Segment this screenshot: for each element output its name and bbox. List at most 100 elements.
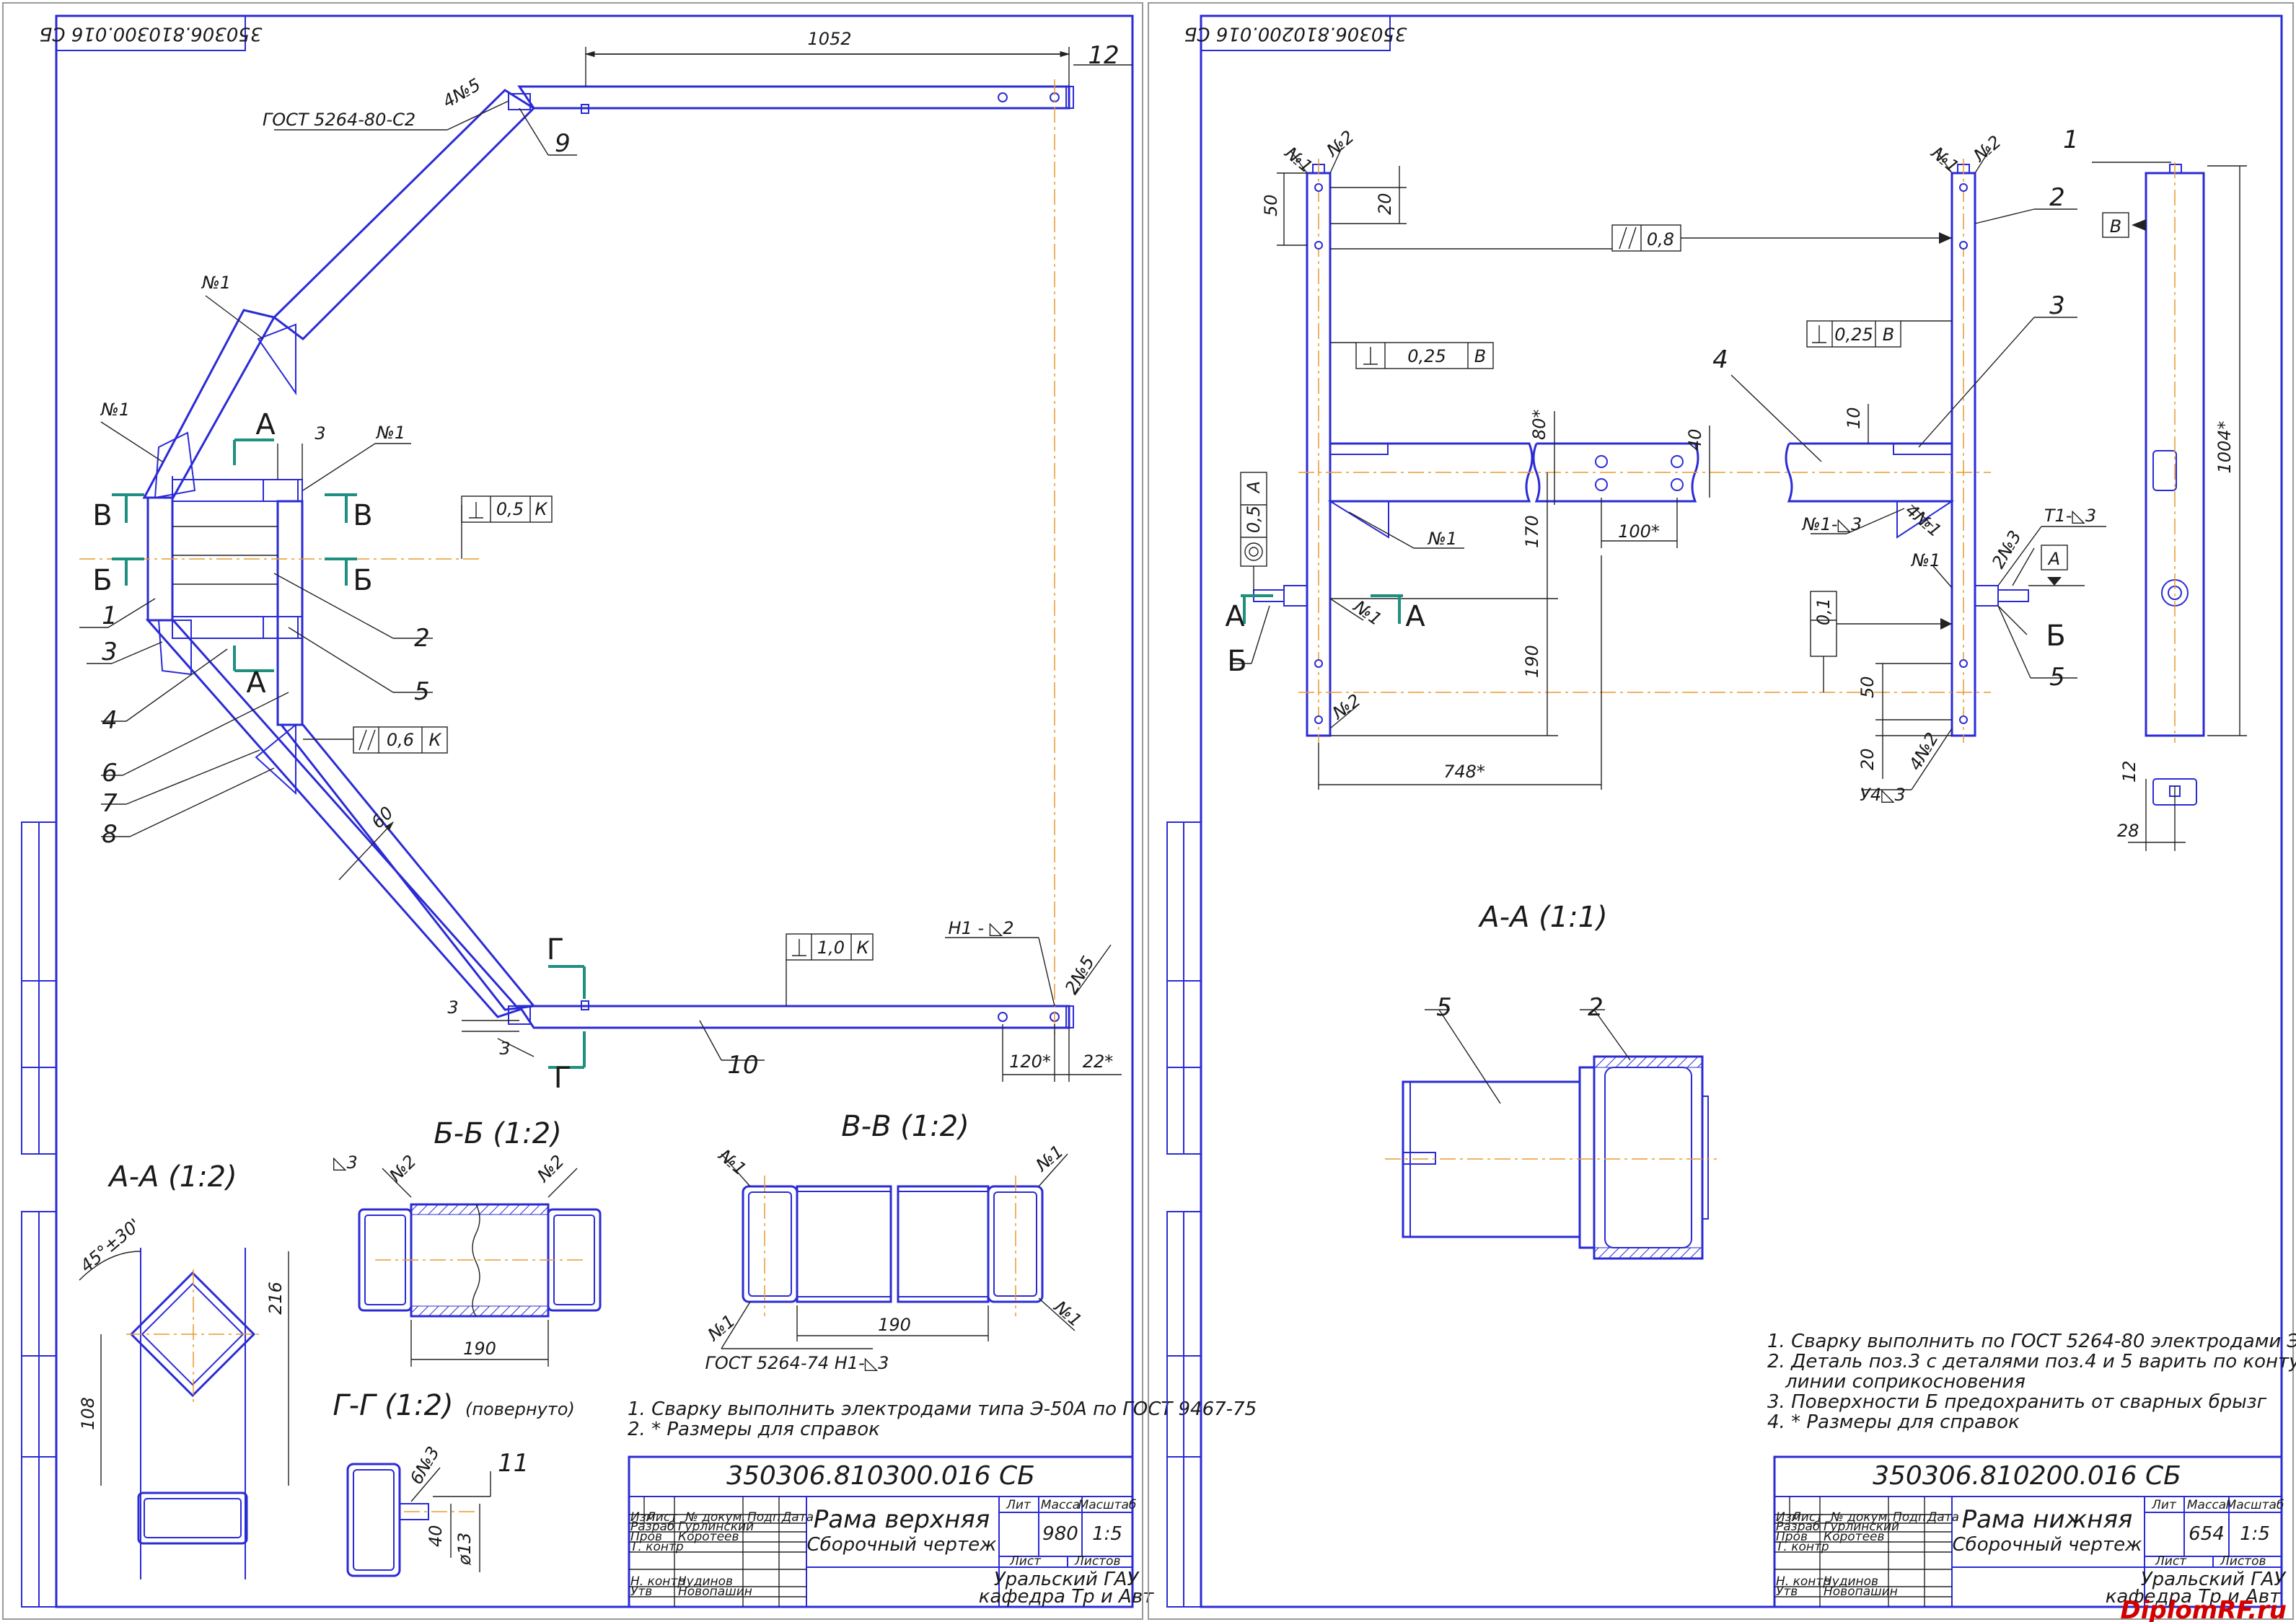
diplomrf-watermark: DiplomRF.ru [2121, 1596, 2287, 1622]
weld-n1-right: №1 [375, 423, 405, 443]
right-note-1: 1. Сварку выполнить по ГОСТ 5264-80 элек… [1767, 1331, 2296, 1352]
pos-3-right: 3 [2049, 291, 2065, 320]
left-note-2: 2. * Размеры для справок [628, 1419, 880, 1440]
section-mark-b-right: Б [353, 564, 372, 597]
weld-n2-bottom-left: №2 [1328, 690, 1365, 724]
dim-20-bottom: 20 [1857, 748, 1878, 770]
tb-scale-value: 1:5 [1092, 1523, 1122, 1545]
pos-6: 6 [102, 759, 118, 788]
dim-3-top: 3 [315, 423, 325, 444]
tb-utv: Утв [630, 1584, 652, 1599]
weld-u4: У4◺3 [1860, 785, 1906, 805]
dim-22: 22* [1083, 1052, 1114, 1072]
section-vv-title: В-В (1:2) [841, 1110, 969, 1143]
dim-50-bottom: 50 [1857, 676, 1878, 698]
weld-n1-bushing-right: №1 [1910, 550, 1940, 570]
pos-4-right: 4 [1712, 345, 1728, 374]
dim-190-bb: 190 [463, 1339, 496, 1359]
pos-3: 3 [102, 638, 118, 666]
right-drawing-frame [1200, 14, 2283, 1608]
section-aa-left: А-А (1:2) 108 216 45°±30' [76, 1160, 289, 1579]
weld-symbol-bb: ◺3 [333, 1152, 358, 1173]
right-tb-nkontr-name: Чудинов [1824, 1574, 1878, 1589]
pos-1: 1 [102, 601, 118, 630]
weld-n2-bb-left: №2 [384, 1151, 421, 1187]
tolerance-perp-0-5: 0,5 К [461, 495, 553, 559]
dim-60: 60 [367, 803, 397, 832]
right-sheet: 350306.810200.016 СБ [1148, 2, 2296, 1622]
tol-concentric-0-5: 0,5 [1244, 506, 1264, 533]
dim-80: 80* [1529, 409, 1549, 440]
title-subtitle: Сборочный чертеж [807, 1534, 998, 1556]
right-tb-org-2: кафедра Тр и Авт [2106, 1586, 2281, 1608]
right-title-code: 350306.810200.016 СБ [1873, 1461, 2181, 1491]
dim-3-bottom-b: 3 [499, 1039, 510, 1059]
tb-list: Лист [1009, 1554, 1042, 1569]
tb-massa: Масса [1041, 1498, 1080, 1512]
dim-216: 216 [265, 1282, 286, 1315]
left-drawing-frame [55, 14, 1134, 1608]
right-tb-col-data: Дата [1927, 1510, 1959, 1525]
tb-org-2: кафедра Тр и Авт [979, 1586, 1154, 1608]
tol-value-0-5: 0,5 [496, 499, 524, 519]
tol-value-1-0: 1,0 [817, 938, 845, 958]
tb-mass-value: 980 [1042, 1523, 1078, 1545]
dim-3-bottom-a: 3 [447, 997, 458, 1018]
right-notes: 1. Сварку выполнить по ГОСТ 5264-80 элек… [1767, 1331, 2296, 1433]
tb-col-podp: Подп [747, 1510, 780, 1525]
weld-n1-vv-1: №1 [714, 1145, 750, 1180]
pos-5: 5 [414, 677, 430, 706]
section-mark-b-left: Б [92, 564, 112, 597]
weld-n2-tr: №2 [1969, 131, 2005, 167]
right-tb-prov: Пров [1776, 1530, 1808, 1544]
datum-v: В [2110, 216, 2121, 237]
right-tb-masshtab: Масштаб [2226, 1498, 2284, 1512]
tol-concentric-datum: А [1244, 481, 1264, 494]
right-tb-scale-value: 1:5 [2240, 1523, 2270, 1545]
right-tb-col-podp: Подп [1893, 1510, 1926, 1525]
section-bb-left: Б-Б (1:2) 190 №2 ◺3 №2 [333, 1117, 602, 1367]
section-gg-title: Г-Г (1:2) [333, 1389, 453, 1422]
dim-100: 100* [1618, 521, 1660, 542]
tb-col-doc: № докум. [685, 1510, 746, 1525]
weld-n1-tl: №1 [1280, 142, 1316, 177]
tol-parallel-0-8: 0,8 [1647, 229, 1674, 250]
tol-perp-datum-left: В [1474, 346, 1486, 366]
lower-frame-side-view: 1004* 1 В 12 28 [2063, 125, 2247, 851]
upper-frame-annotations: 1052 12 ГОСТ 5264-80-С2 4№5 9 №1 №1 №1 3… [79, 29, 1132, 1095]
section-bb-title: Б-Б (1:2) [434, 1117, 562, 1150]
right-sheet-border [1148, 2, 2294, 1620]
weld-t1: Т1-◺3 [2044, 506, 2096, 526]
left-corner-stamp: 350306.810300.016 СБ [40, 15, 262, 51]
dim-28: 28 [2117, 821, 2139, 841]
right-tb-org-1: Уральский ГАУ [2141, 1569, 2287, 1590]
left-sheet-border [2, 2, 1143, 1620]
tol-datum-k-2: К [428, 730, 441, 750]
right-tb-mass-value: 654 [2189, 1523, 2225, 1545]
weld-n1-bushing-left: №1 [1349, 596, 1386, 630]
section-gg-left: Г-Г (1:2) (повернуто) 11 6№3 40 ø13 [333, 1389, 575, 1577]
section-vv-left: В-В (1:2) 190 №1 №1 №1 №1 [703, 1110, 1086, 1373]
right-title-block: 350306.810200.016 СБ Рама нижняя Сборочн… [1773, 1455, 2287, 1608]
right-title-subtitle: Сборочный чертеж [1953, 1534, 2143, 1556]
left-sheet: 350306.810300.016 СБ [2, 2, 1257, 1620]
section-a-left-marker: А [1225, 600, 1245, 633]
surface-b-right: Б [2046, 620, 2065, 653]
right-note-4: 4. * Размеры для справок [1767, 1411, 2020, 1433]
weld-6n3: 6№3 [406, 1443, 444, 1488]
pos-12: 12 [1088, 41, 1119, 70]
weld-n1-vv-3: №1 [1050, 1296, 1086, 1331]
weld-2n3: 2№3 [1988, 527, 2026, 572]
section-aa-right-title: А-А (1:1) [1477, 901, 1607, 934]
weld-n1-vv-2: №1 [1031, 1141, 1067, 1176]
pos-10: 10 [727, 1051, 758, 1080]
gost-label: ГОСТ 5264-80-С2 [263, 110, 415, 130]
right-tb-massa: Масса [2187, 1498, 2226, 1512]
right-note-3: 3. Поверхности Б предохранить от сварных… [1767, 1391, 2267, 1413]
weld-n1-vv-4: №1 [703, 1310, 739, 1346]
tb-razrab: Разраб [630, 1520, 674, 1534]
tol-value-0-6: 0,6 [387, 730, 414, 750]
weld-2n5: 2№5 [1061, 953, 1099, 997]
section-gg-note: (повернуто) [465, 1399, 575, 1419]
section-aa-right: А-А (1:1) 5 2 [1385, 901, 1717, 1260]
